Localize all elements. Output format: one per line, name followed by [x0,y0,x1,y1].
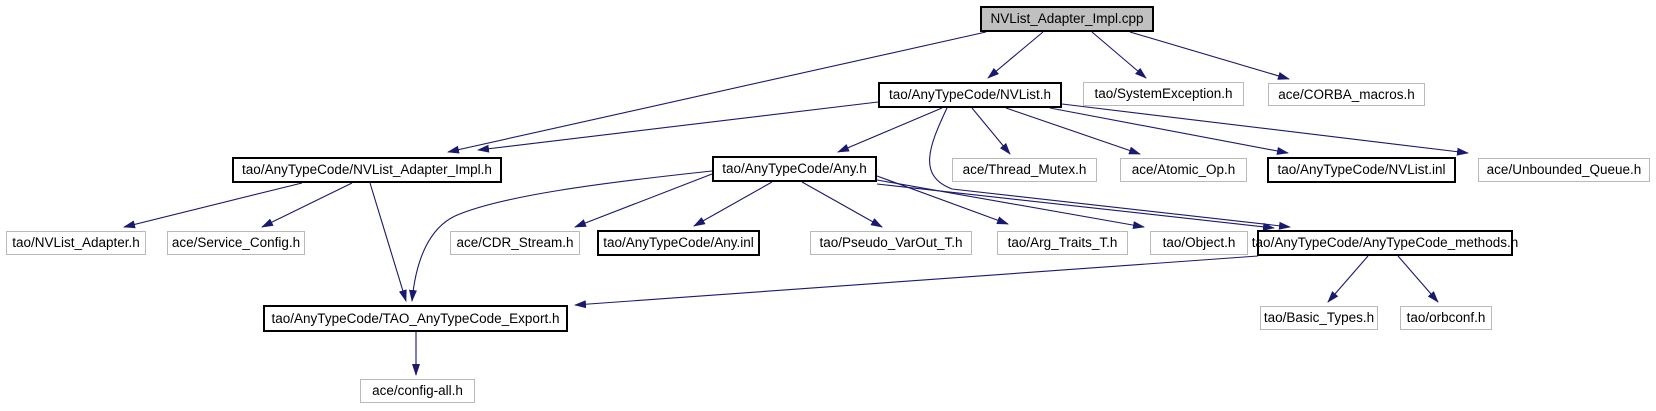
edge-any-h-to-any-inl [693,181,773,227]
graph-node-corba-macros: ace/CORBA_macros.h [1268,83,1425,106]
graph-node-label: tao/AnyTypeCode/Any.inl [603,235,754,251]
edge-nvlist-adapter-impl-h-to-nvlist-adapter [123,182,303,229]
edge-cpp-to-corba-macros [1129,31,1290,80]
graph-node-label: tao/Arg_Traits_T.h [1007,235,1118,251]
graph-node-label: tao/Object.h [1162,235,1236,251]
graph-node-label: ace/config-all.h [372,383,463,399]
edge-anytypecode-methods-to-basic-types [1327,255,1369,303]
edge-any-h-to-anytypecode-methods [876,183,1275,231]
edge-cpp-to-nvlist-h [987,31,1044,79]
graph-node-nvlist-adapter: tao/NVList_Adapter.h [6,231,146,255]
graph-node-any-inl[interactable]: tao/AnyTypeCode/Any.inl [597,230,760,256]
edge-any-h-to-cdr-stream [574,173,713,228]
edge-any-h-to-object-h [876,179,1145,230]
graph-node-tao-anytypecode-export[interactable]: tao/AnyTypeCode/TAO_AnyTypeCode_Export.h [263,305,568,332]
edge-any-h-to-tao-anytypecode-export [409,170,713,302]
graph-node-cdr-stream: ace/CDR_Stream.h [450,231,580,255]
edge-nvlist-h-to-anytypecode-methods [929,107,1291,230]
graph-node-nvlist-adapter-impl-h[interactable]: tao/AnyTypeCode/NVList_Adapter_Impl.h [232,157,502,183]
graph-node-label: tao/AnyTypeCode/AnyTypeCode_methods.h [1251,235,1519,251]
edge-nvlist-adapter-impl-h-to-tao-anytypecode-export [369,182,407,302]
graph-node-label: tao/orbconf.h [1406,310,1486,326]
graph-node-label: tao/AnyTypeCode/TAO_AnyTypeCode_Export.h [271,310,560,326]
graph-node-arg-traits: tao/Arg_Traits_T.h [997,231,1128,255]
graph-node-label: tao/AnyTypeCode/NVList.inl [1277,162,1446,178]
graph-node-label: ace/Service_Config.h [171,235,301,251]
edge-nvlist-h-to-nvlist-adapter-impl-h [477,101,879,153]
graph-node-config-all: ace/config-all.h [360,379,475,403]
graph-node-any-h[interactable]: tao/AnyTypeCode/Any.h [712,156,877,182]
edge-cpp-to-system-exception [1091,31,1147,79]
edge-nvlist-h-to-atomic-op [1005,107,1141,155]
edge-nvlist-h-to-nvlist-inl [1049,107,1289,155]
edge-anytypecode-methods-to-orbconf [1397,255,1439,303]
graph-node-anytypecode-methods[interactable]: tao/AnyTypeCode/AnyTypeCode_methods.h [1252,230,1518,256]
graph-node-label: NVList_Adapter_Impl.cpp [990,11,1144,27]
edge-cpp-to-nvlist-adapter-impl-h [447,31,987,154]
graph-node-cpp[interactable]: NVList_Adapter_Impl.cpp [980,6,1154,32]
graph-node-label: tao/Pseudo_VarOut_T.h [819,235,963,251]
graph-node-label: ace/CDR_Stream.h [456,235,574,251]
graph-node-label: ace/Thread_Mutex.h [962,162,1087,178]
graph-node-nvlist-h[interactable]: tao/AnyTypeCode/NVList.h [878,82,1062,108]
graph-node-label: tao/AnyTypeCode/NVList_Adapter_Impl.h [242,162,492,178]
graph-node-thread-mutex: ace/Thread_Mutex.h [952,158,1097,182]
graph-node-label: tao/Basic_Types.h [1263,310,1375,326]
graph-node-unbounded-queue: ace/Unbounded_Queue.h [1478,158,1650,182]
edge-nvlist-h-to-unbounded-queue [1061,103,1469,156]
graph-node-object-h: tao/Object.h [1150,231,1248,255]
graph-node-label: ace/Atomic_Op.h [1131,162,1236,178]
graph-node-orbconf: tao/orbconf.h [1400,306,1492,330]
edge-nvlist-h-to-any-h [837,107,943,153]
graph-node-basic-types: tao/Basic_Types.h [1260,306,1378,330]
graph-node-label: ace/CORBA_macros.h [1278,86,1415,102]
edge-anytypecode-methods-to-tao-anytypecode-export [574,255,1259,309]
graph-node-label: ace/Unbounded_Queue.h [1486,162,1642,178]
graph-node-system-exception: tao/SystemException.h [1083,82,1244,106]
graph-node-pseudo-varout: tao/Pseudo_VarOut_T.h [810,231,972,255]
graph-node-label: tao/NVList_Adapter.h [12,235,140,251]
edge-nvlist-h-to-thread-mutex [971,107,1011,155]
graph-node-nvlist-inl[interactable]: tao/AnyTypeCode/NVList.inl [1267,157,1456,183]
graph-node-label: tao/AnyTypeCode/Any.h [722,161,867,177]
graph-node-service-config: ace/Service_Config.h [167,231,305,255]
edge-nvlist-adapter-impl-h-to-service-config [261,182,353,228]
graph-node-label: tao/SystemException.h [1094,86,1233,102]
edge-any-h-to-pseudo-varout [801,181,883,228]
graph-node-atomic-op: ace/Atomic_Op.h [1120,158,1247,182]
graph-node-label: tao/AnyTypeCode/NVList.h [888,87,1052,103]
